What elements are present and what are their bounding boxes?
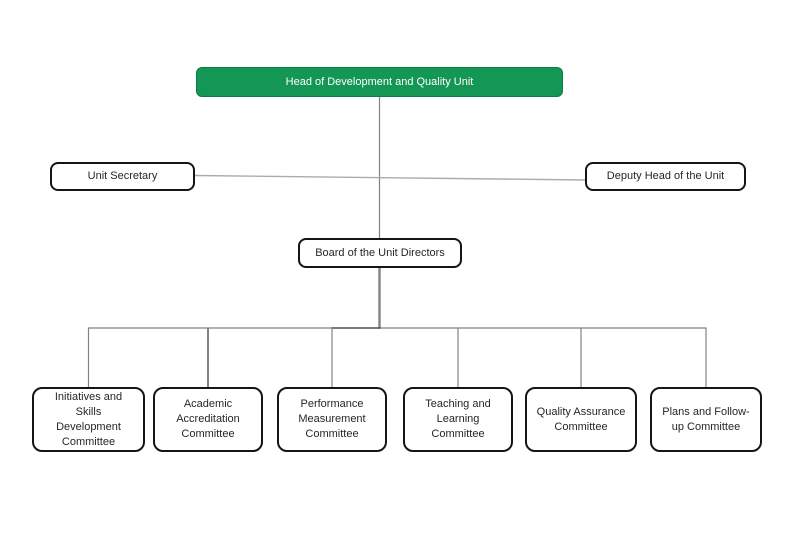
node-head-label: Head of Development and Quality Unit <box>285 75 474 88</box>
node-committee-academic-accreditation: Academic Accreditation Committee <box>153 387 263 452</box>
committee-label: Academic Accreditation Committee <box>176 398 240 440</box>
node-deputy-head: Deputy Head of the Unit <box>585 162 746 191</box>
node-board-label: Board of the Unit Directors <box>315 246 445 259</box>
committee-label: Initiatives and Skills Development Commi… <box>54 390 123 448</box>
committee-label: Teaching and Learning Committee <box>425 398 491 440</box>
node-committee-performance-measurement: Performance Measurement Committee <box>277 387 387 452</box>
committee-label: Quality Assurance Committee <box>536 405 626 433</box>
node-committee-initiatives-skills: Initiatives and Skills Development Commi… <box>32 387 145 452</box>
committee-label: Plans and Follow-up Committee <box>662 405 750 433</box>
node-committee-teaching-learning: Teaching and Learning Committee <box>403 387 513 452</box>
committee-label: Performance Measurement Committee <box>298 398 366 440</box>
node-deputy-head-label: Deputy Head of the Unit <box>606 170 725 182</box>
node-committee-plans-followup: Plans and Follow-up Committee <box>650 387 762 452</box>
connector-secretary-deputy <box>194 174 586 181</box>
node-head-of-unit: Head of Development and Quality Unit <box>196 67 563 97</box>
node-unit-secretary: Unit Secretary <box>50 162 195 191</box>
node-unit-secretary-label: Unit Secretary <box>87 170 158 182</box>
node-board-of-directors: Board of the Unit Directors <box>298 238 462 268</box>
node-committee-quality-assurance: Quality Assurance Committee <box>525 387 637 452</box>
